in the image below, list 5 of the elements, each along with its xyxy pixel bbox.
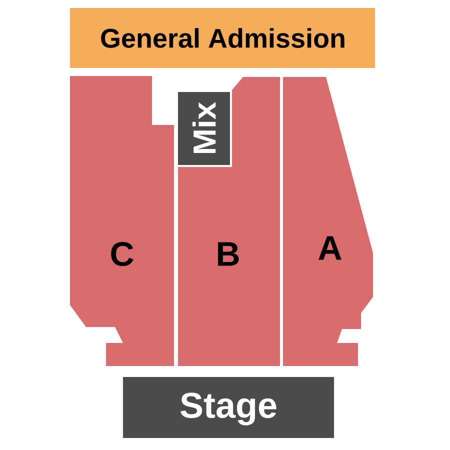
admission-area: General Admission <box>70 8 375 68</box>
seating-section: A <box>283 77 373 366</box>
seating-section: C <box>70 76 174 366</box>
stage: Stage <box>123 377 334 438</box>
mix-booth: Mix <box>178 92 230 165</box>
